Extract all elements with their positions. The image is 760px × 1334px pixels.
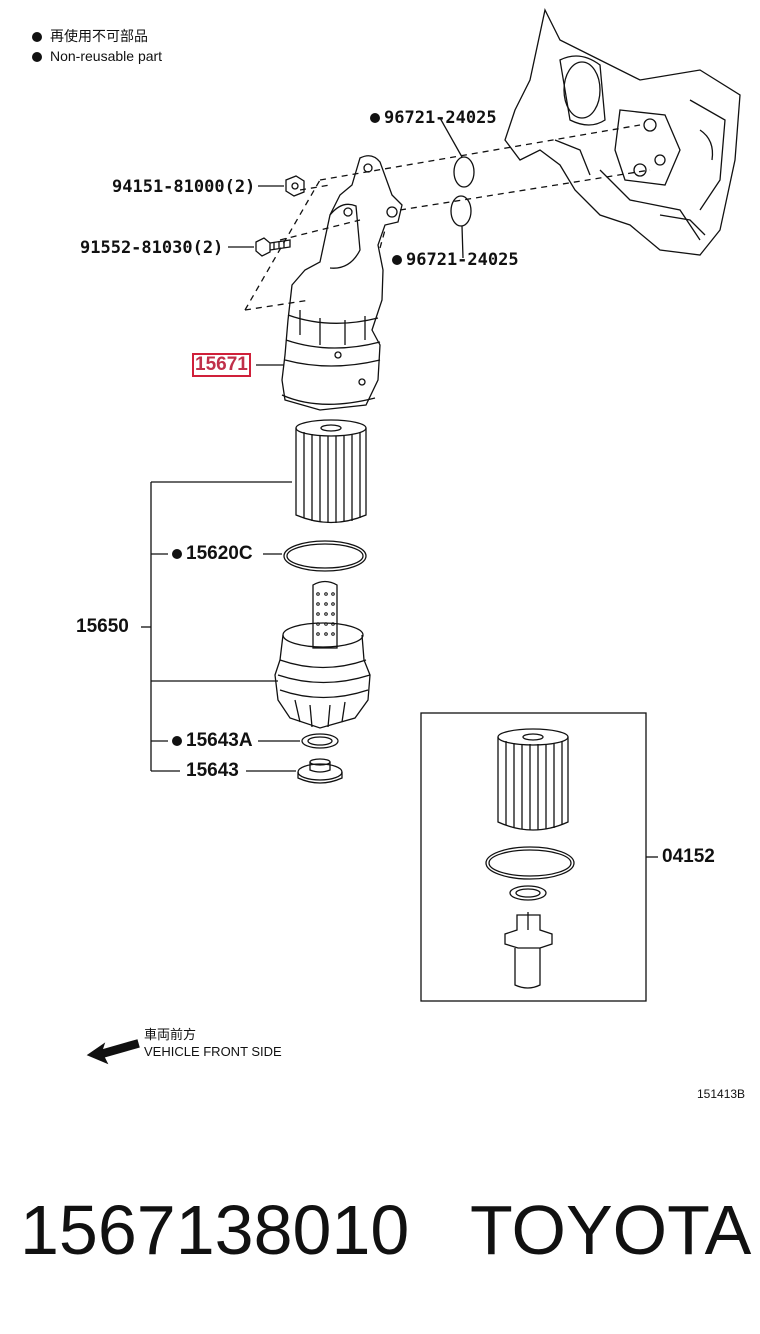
- label-text: 96721-24025: [384, 108, 497, 128]
- footer-part-number: 1567138010: [20, 1191, 410, 1269]
- o-ring-lower: [450, 195, 472, 227]
- front-arrow: [86, 1039, 140, 1065]
- legend-jp: 再使用不可部品: [32, 26, 148, 46]
- engine-block: [504, 8, 741, 256]
- label-96721-bottom[interactable]: 96721-24025: [392, 250, 519, 270]
- label-15650[interactable]: 15650: [76, 616, 129, 637]
- filter-housing-bracket: [256, 155, 403, 411]
- filter-cap: [274, 580, 371, 729]
- non-reusable-dot-icon: [370, 113, 380, 123]
- label-text: 94151-81000(2): [112, 177, 256, 197]
- label-text: 91552-81030(2): [80, 238, 224, 258]
- label-15643[interactable]: 15643: [186, 760, 239, 781]
- group-bracket: [141, 481, 300, 772]
- bullet-icon: [32, 32, 42, 42]
- label-text: 15620C: [186, 543, 253, 564]
- drain-plug: [297, 758, 343, 784]
- non-reusable-dot-icon: [172, 736, 182, 746]
- front-label-jp: 車両前方: [144, 1027, 197, 1042]
- filter-element: [295, 419, 367, 524]
- non-reusable-dot-icon: [392, 255, 402, 265]
- bolt: [228, 237, 291, 257]
- legend-en: Non-reusable part: [32, 46, 162, 66]
- label-text: 96721-24025: [406, 250, 519, 270]
- label-04152[interactable]: 04152: [662, 846, 715, 867]
- gasket-small: [301, 733, 339, 749]
- front-label-en: VEHICLE FRONT SIDE: [144, 1044, 282, 1059]
- kit-box: [420, 712, 658, 1002]
- label-96721-top[interactable]: 96721-24025: [370, 108, 497, 128]
- label-text: 15643A: [186, 730, 253, 751]
- diagram-code: 151413B: [697, 1087, 746, 1101]
- footer-brand: TOYOTA: [470, 1191, 752, 1269]
- label-15643a[interactable]: 15643A: [172, 730, 253, 752]
- bullet-icon: [32, 52, 42, 62]
- label-15620c[interactable]: 15620C: [172, 543, 253, 565]
- o-ring-upper: [453, 156, 475, 188]
- label-15671-highlighted[interactable]: 15671: [192, 353, 251, 377]
- label-94151[interactable]: 94151-81000(2): [112, 177, 255, 197]
- legend-jp-text: 再使用不可部品: [50, 28, 148, 44]
- nut: [258, 175, 305, 197]
- dashed-guides: [244, 124, 651, 311]
- o-ring-large: [283, 540, 367, 572]
- label-91552[interactable]: 91552-81030(2): [80, 238, 223, 258]
- legend-en-text: Non-reusable part: [50, 48, 163, 64]
- non-reusable-dot-icon: [172, 549, 182, 559]
